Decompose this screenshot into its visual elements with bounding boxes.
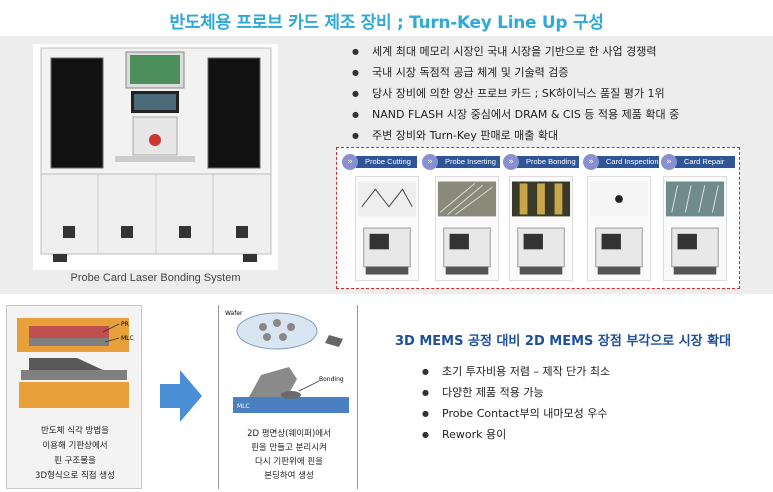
probe-inserting-image — [435, 176, 499, 281]
step-label: Probe Cutting — [356, 156, 417, 168]
mems-2d-panel: Wafer MLC Bonding 2D 평면상(웨이퍼)에서 핀을 만들고 분… — [218, 305, 358, 489]
label-pr: PR — [121, 321, 129, 328]
top-bullet-list: 세계 최대 메모리 시장인 국내 시장을 기반으로 한 사업 경쟁력 국내 시장… — [348, 41, 768, 146]
step-label: Probe Inserting — [436, 156, 500, 168]
mems-section-title: 3D MEMS 공정 대비 2D MEMS 장점 부각으로 시장 확대 — [395, 334, 732, 349]
step-probe-bonding: Probe Bonding » — [503, 154, 579, 170]
step-label: Probe Bonding — [517, 156, 579, 168]
bullet-item: 다양한 제품 적용 가능 — [420, 382, 610, 403]
step-card-inspection: Card Inspection » — [583, 154, 659, 170]
mems-3d-diagram: PR MLC — [17, 318, 134, 408]
machine-caption: Probe Card Laser Bonding System — [70, 272, 241, 284]
card-repair-image — [663, 176, 727, 281]
card-inspection-image — [587, 176, 651, 281]
bullet-item: 초기 투자비용 저렴 – 제작 단가 최소 — [420, 361, 610, 382]
chevron-right-icon: » — [661, 154, 677, 170]
chevron-right-icon: » — [342, 154, 358, 170]
chevron-right-icon: » — [422, 154, 438, 170]
label-mlc: MLC — [237, 403, 250, 410]
arrow-right-icon — [160, 370, 202, 422]
step-label: Card Repair — [675, 156, 735, 168]
mems-3d-panel: PR MLC 반도체 식각 방법을 이용해 기판상에서 핀 구조물을 3D형식으… — [6, 305, 142, 489]
bullet-item: NAND FLASH 시장 중심에서 DRAM & CIS 등 적용 제품 확대… — [348, 104, 768, 125]
laser-bonding-machine-image — [33, 44, 278, 270]
bullet-item: 국내 시장 독점적 공급 체계 및 기술력 검증 — [348, 62, 768, 83]
bullet-item: Rework 용이 — [420, 424, 610, 445]
bullet-item: 당사 장비에 의한 양산 프로브 카드 ; SK하이닉스 품질 평가 1위 — [348, 83, 768, 104]
label-mlc: MLC — [121, 335, 134, 342]
chevron-right-icon: » — [583, 154, 599, 170]
turnkey-process-box: Probe Cutting » Probe Inserting » Probe … — [336, 147, 740, 289]
bullet-item: 세계 최대 메모리 시장인 국내 시장을 기반으로 한 사업 경쟁력 — [348, 41, 768, 62]
mems-3d-caption: 반도체 식각 방법을 이용해 기판상에서 핀 구조물을 3D형식으로 직접 생성 — [35, 426, 115, 481]
step-probe-inserting: Probe Inserting » — [422, 154, 500, 170]
mems-bullet-list: 초기 투자비용 저렴 – 제작 단가 최소 다양한 제품 적용 가능 Probe… — [420, 361, 610, 445]
bullet-item: 주변 장비와 Turn-Key 판매로 매출 확대 — [348, 125, 768, 146]
probe-cutting-image — [355, 176, 419, 281]
label-bonding: Bonding — [319, 376, 344, 383]
label-wafer: Wafer — [225, 310, 243, 317]
step-label: Card Inspection — [597, 156, 659, 168]
probe-bonding-image — [509, 176, 573, 281]
page-title: 반도체용 프로브 카드 제조 장비 ; Turn-Key Line Up 구성 — [169, 13, 604, 33]
step-card-repair: Card Repair » — [661, 154, 735, 170]
mems-2d-caption: 2D 평면상(웨이퍼)에서 핀을 만들고 분리시켜 다시 기판위에 핀을 본딩하… — [247, 429, 331, 481]
step-probe-cutting: Probe Cutting » — [342, 154, 417, 170]
mems-2d-diagram: Wafer MLC Bonding — [225, 310, 349, 413]
chevron-right-icon: » — [503, 154, 519, 170]
bullet-item: Probe Contact부의 내마모성 우수 — [420, 403, 610, 424]
